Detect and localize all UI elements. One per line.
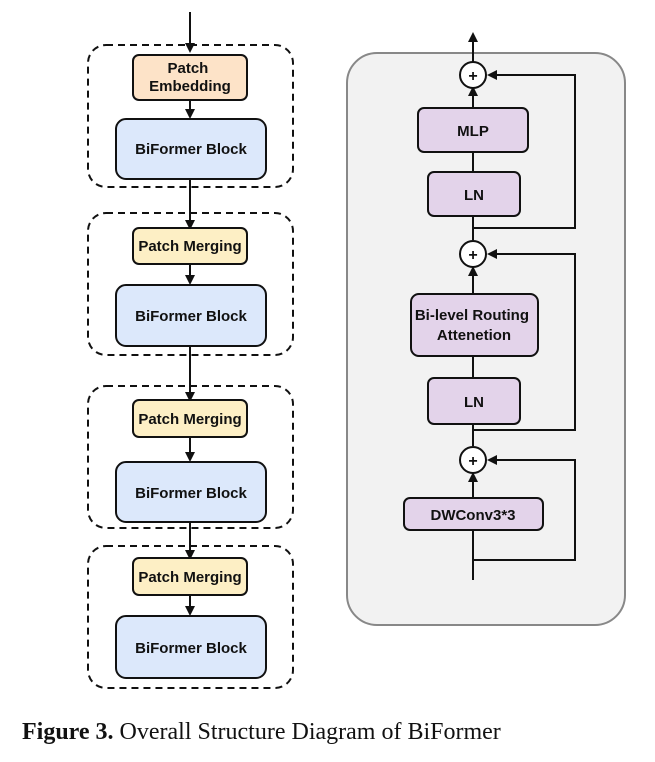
- attention-line2: Attenetion: [437, 327, 511, 344]
- add-node-2-symbol: +: [468, 247, 477, 264]
- patch-merging-4-label: Patch Merging: [138, 569, 241, 586]
- patch-merging-3: [132, 399, 248, 438]
- biformer-block-1-label: BiFormer Block: [135, 141, 247, 158]
- biformer-block-3-label: BiFormer Block: [135, 485, 247, 502]
- patch-embedding-box: [132, 54, 248, 101]
- biformer-block-3: [115, 461, 267, 523]
- biformer-block-4-label: BiFormer Block: [135, 640, 247, 657]
- biformer-block-1: [115, 118, 267, 180]
- patch-merging-4: [132, 557, 248, 596]
- residual-2: [473, 249, 576, 431]
- add-node-1: [459, 61, 487, 89]
- figure-caption-label: Figure 3.: [22, 719, 114, 745]
- residual-3: [473, 455, 576, 561]
- figure-caption-text: Overall Structure Diagram of BiFormer: [113, 719, 501, 745]
- ln-top-box: [427, 171, 521, 217]
- biformer-diagram: Patch Embedding BiFormer Block Patch Mer…: [87, 12, 626, 689]
- add-node-1-symbol: +: [468, 68, 477, 85]
- residual-1: [473, 70, 576, 229]
- figure-caption: Figure 3. Overall Structure Diagram of B…: [22, 719, 501, 746]
- add-node-3: [459, 446, 487, 474]
- attention-box: [410, 293, 539, 357]
- attention-label: Bi-level Routing Attenetion: [415, 307, 533, 344]
- patch-embedding-label: Patch Embedding: [149, 60, 231, 95]
- patch-embedding-line1: Patch: [167, 60, 208, 77]
- patch-merging-3-label: Patch Merging: [138, 411, 241, 428]
- dwconv-box: [403, 497, 544, 531]
- mlp-box: [417, 107, 529, 153]
- mlp-label: MLP: [457, 123, 489, 140]
- ln-top-label: LN: [464, 187, 484, 204]
- attention-line1: Bi-level Routing: [415, 307, 529, 324]
- patch-embedding-line2: Embedding: [149, 78, 231, 95]
- dwconv-label: DWConv3*3: [430, 507, 515, 524]
- biformer-block-4: [115, 615, 267, 679]
- ln-bottom-label: LN: [464, 394, 484, 411]
- add-node-3-symbol: +: [468, 453, 477, 470]
- ln-bottom-box: [427, 377, 521, 425]
- add-node-2: [459, 240, 487, 268]
- biformer-block-2: [115, 284, 267, 347]
- patch-merging-2-label: Patch Merging: [138, 238, 241, 255]
- biformer-block-2-label: BiFormer Block: [135, 308, 247, 325]
- patch-merging-2: [132, 227, 248, 265]
